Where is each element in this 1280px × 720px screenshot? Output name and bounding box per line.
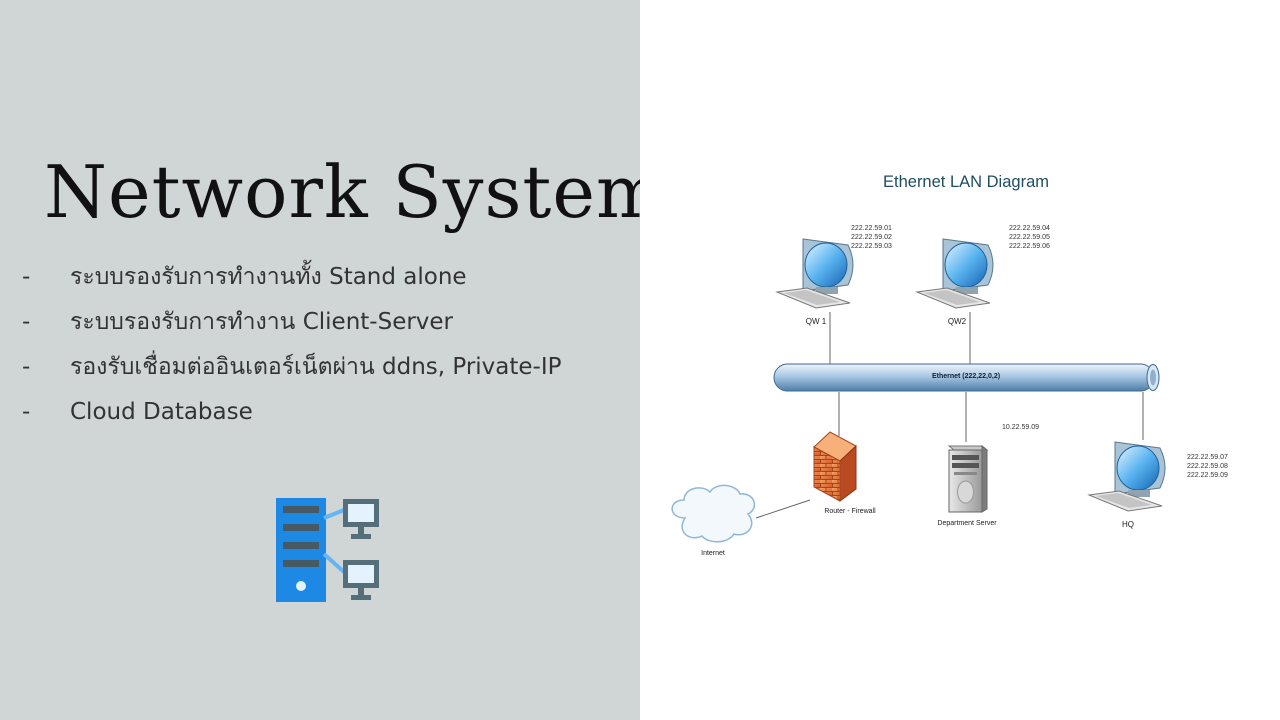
qw1-workstation	[775, 238, 854, 309]
qw2-ip: 222.22.59.06	[1009, 243, 1050, 250]
hq-ip: 222.22.59.07	[1187, 454, 1228, 461]
internet-link	[755, 499, 811, 519]
bullet-text: ระบบรองรับการทำงานทั้ง Stand alone	[70, 264, 467, 290]
hq-workstation	[1087, 441, 1166, 512]
bullet-marker: -	[22, 264, 31, 290]
right-panel: Ethernet LAN Diagram Ethernet (222,22,0,…	[640, 0, 1280, 720]
qw1-label: QW 1	[806, 317, 827, 326]
qw1-ip: 222.22.59.03	[851, 243, 892, 250]
qw1-ip: 222.22.59.01	[851, 225, 892, 232]
diagram-title: Ethernet LAN Diagram	[883, 173, 1049, 191]
server-network-icon	[276, 498, 379, 602]
qw2-ip: 222.22.59.04	[1009, 225, 1050, 232]
qw1-ip: 222.22.59.02	[851, 234, 892, 241]
cloud-icon	[671, 484, 756, 543]
firewall-icon	[813, 431, 857, 502]
server-icon	[947, 444, 989, 513]
server-label: Department Server	[937, 520, 997, 527]
bullet-marker: -	[22, 309, 31, 335]
bullet-list: - ระบบรองรับการทำงานทั้ง Stand alone - ระบ…	[22, 256, 622, 436]
internet-label: Internet	[701, 550, 725, 557]
bullet-item: - ระบบรองรับการทำงานทั้ง Stand alone	[22, 256, 622, 301]
hq-ip: 222.22.59.09	[1187, 472, 1228, 479]
bullet-text: ระบบรองรับการทำงาน Client-Server	[70, 309, 454, 335]
router-label: Router - Firewall	[824, 508, 876, 515]
bullet-item: - Cloud Database	[22, 391, 622, 436]
backbone-label: Ethernet (222,22,0,2)	[932, 373, 1000, 380]
bullet-marker: -	[22, 399, 31, 425]
ethernet-backbone: Ethernet (222,22,0,2)	[773, 363, 1160, 392]
left-panel: Network System - ระบบรองรับการทำงานทั้ง S…	[0, 0, 664, 720]
bullet-item: - รองรับเชื่อมต่ออินเตอร์เน็ตผ่าน ddns, P…	[22, 346, 622, 391]
network-diagram: Ethernet LAN Diagram Ethernet (222,22,0,…	[671, 173, 1228, 557]
slide-title: Network System	[44, 150, 666, 234]
server-ip: 10.22.59.09	[1002, 424, 1039, 431]
hq-label: HQ	[1122, 520, 1134, 529]
bullet-text: รองรับเชื่อมต่ออินเตอร์เน็ตผ่าน ddns, Pr…	[70, 354, 562, 380]
qw2-ip: 222.22.59.05	[1009, 234, 1050, 241]
hq-ip: 222.22.59.08	[1187, 463, 1228, 470]
qw2-workstation	[915, 238, 994, 309]
qw2-label: QW2	[948, 317, 967, 326]
bullet-marker: -	[22, 354, 31, 380]
bullet-text: Cloud Database	[70, 399, 253, 425]
bullet-item: - ระบบรองรับการทำงาน Client-Server	[22, 301, 622, 346]
